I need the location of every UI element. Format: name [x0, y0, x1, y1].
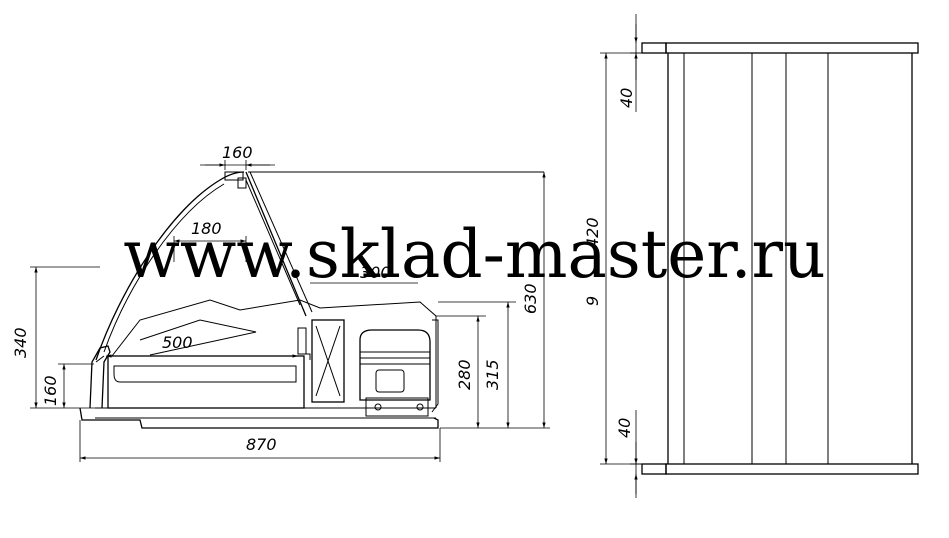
dim-glass-depth: 300: [360, 263, 391, 282]
dim-side-40-top: 40: [617, 88, 636, 108]
dim-total-height: 630: [521, 283, 540, 314]
bottom-rail: [665, 463, 919, 475]
rear-glass: [245, 171, 307, 317]
dim-side-420: 420: [583, 217, 602, 248]
dim-side-overlap: 9: [583, 296, 602, 306]
front-dimensions: 40 420 9 40: [583, 14, 666, 498]
dim-shelf-depth: 500: [162, 333, 193, 352]
dim-left-height: 340: [11, 327, 30, 358]
dim-total-width: 870: [246, 435, 277, 454]
compressor: [359, 329, 431, 417]
top-rail: [665, 42, 919, 54]
evaporator: [311, 319, 345, 403]
front-glass: [95, 171, 245, 361]
dim-top-width: 160: [222, 143, 253, 162]
dim-base-height: 160: [41, 375, 60, 406]
display-deck: [111, 299, 437, 408]
front-view: [641, 42, 919, 475]
side-view: [79, 171, 544, 429]
dim-h315: 315: [483, 359, 502, 390]
dim-inner-width: 180: [191, 219, 222, 238]
base-plate: [79, 407, 439, 429]
dim-side-40-bottom: 40: [615, 418, 634, 438]
front-post: [89, 345, 111, 409]
dim-h280: 280: [455, 359, 474, 390]
side-dimensions: 160 180 300 500 870 340 160 280 315: [11, 143, 550, 462]
